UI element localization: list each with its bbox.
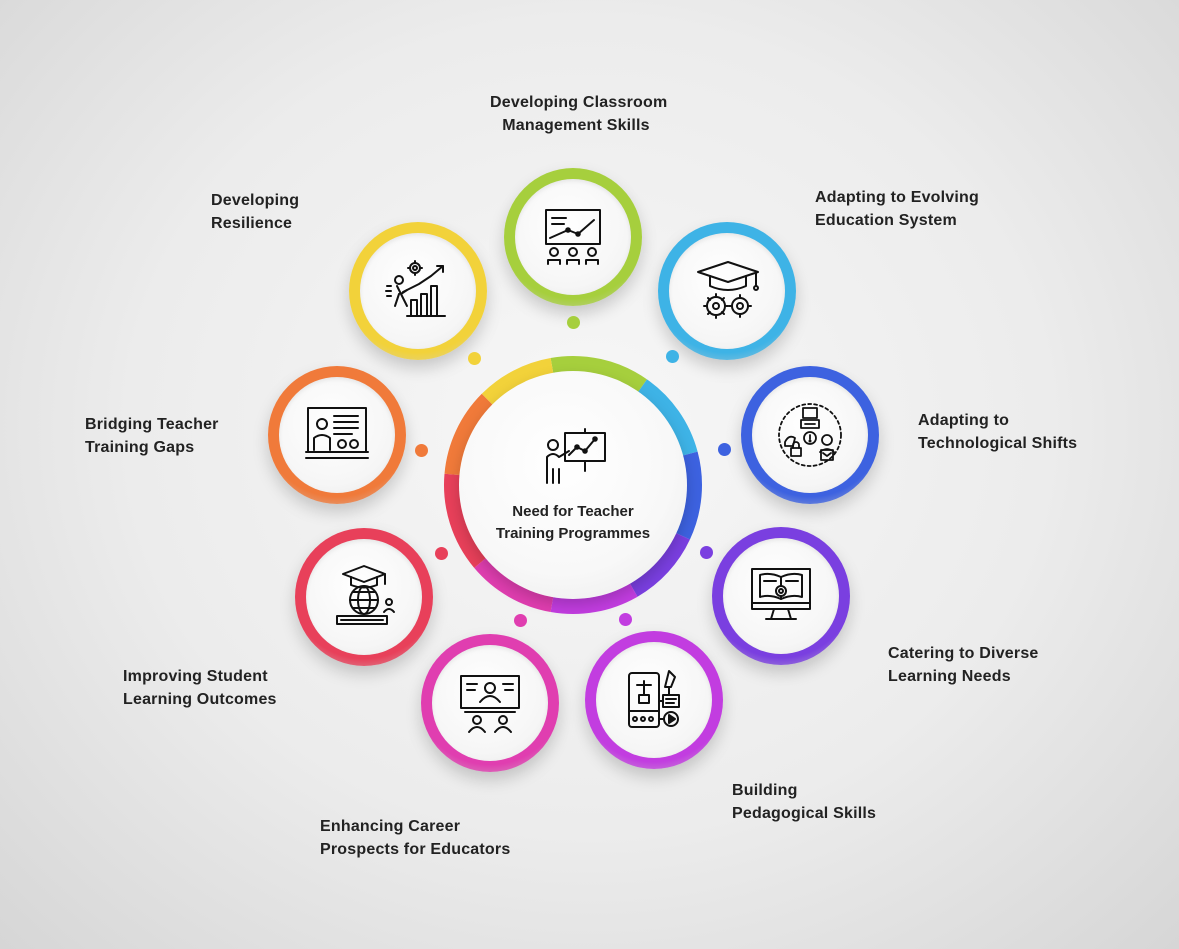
dot-diverse-learning [700, 546, 713, 559]
center-title-line2: Training Programmes [495, 525, 651, 542]
node-evolving-education [658, 222, 796, 360]
center-title-line1: Need for Teacher [512, 503, 634, 520]
presenter-chart-icon [546, 428, 606, 484]
graduation-gears-icon [697, 261, 759, 319]
center-title: Need for Teacher Training Programmes [459, 501, 687, 545]
dot-career-prospects [514, 614, 527, 627]
node-career-prospects [421, 634, 559, 772]
dot-student-outcomes [435, 547, 448, 560]
ring-segment-diverse-learning [629, 532, 690, 597]
teacher-board-icon [305, 407, 369, 459]
ring-segment-evolving-education [637, 379, 698, 456]
dot-resilience [468, 352, 481, 365]
computer-book-icon [751, 568, 811, 620]
dot-classroom-management [567, 316, 580, 329]
node-student-outcomes [295, 528, 433, 666]
tablet-learning-icon [628, 670, 680, 728]
growth-chart-icon [385, 260, 446, 317]
dot-technological-shifts [718, 443, 731, 456]
classroom-board-icon [545, 209, 601, 265]
online-class-icon [460, 675, 520, 733]
ring-segment-resilience [481, 357, 554, 406]
dot-evolving-education [666, 350, 679, 363]
ring-segment-training-gaps [444, 393, 494, 476]
node-diverse-learning [712, 527, 850, 665]
center-node: Need for Teacher Training Programmes [445, 357, 701, 613]
ring-segment-technological-shifts [675, 451, 702, 540]
ring-segment-career-prospects [474, 557, 554, 613]
node-technological-shifts [741, 366, 879, 504]
technology-network-icon [778, 403, 842, 467]
ring-segment-student-outcomes [444, 473, 487, 568]
node-classroom-management [504, 168, 642, 306]
node-resilience [349, 222, 487, 360]
center-core: Need for Teacher Training Programmes [459, 371, 687, 599]
globe-graduation-icon [336, 565, 395, 625]
node-pedagogical-skills [585, 631, 723, 769]
dot-pedagogical-skills [619, 613, 632, 626]
ring-segment-classroom-management [550, 356, 647, 393]
ring-segment-pedagogical-skills [550, 582, 638, 614]
dot-training-gaps [415, 444, 428, 457]
node-training-gaps [268, 366, 406, 504]
